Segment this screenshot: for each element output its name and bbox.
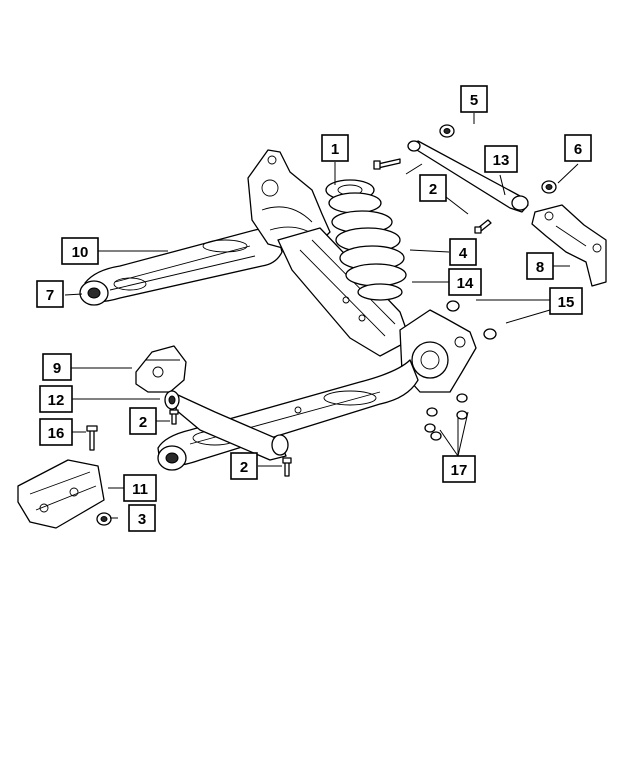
- nut-3: [96, 512, 112, 526]
- callout-8: 8: [526, 252, 554, 280]
- callout-12-label: 12: [48, 392, 65, 409]
- callout-3: 3: [128, 504, 156, 532]
- callout-10: 10: [61, 237, 99, 265]
- leader-lines: [64, 113, 579, 519]
- bracket-8: [531, 204, 607, 287]
- nut-15a: [446, 300, 460, 312]
- bracket-9: [135, 345, 187, 393]
- callout-11-label: 11: [132, 481, 148, 498]
- callout-2-left: 2: [129, 407, 157, 435]
- bolt-2-bottom: [282, 457, 292, 477]
- bushing-12: [164, 390, 180, 410]
- callout-14: 14: [448, 268, 482, 296]
- callout-2-top: 2: [419, 174, 447, 202]
- callout-6: 6: [564, 134, 592, 162]
- coil-spring: [325, 179, 407, 301]
- callout-5: 5: [460, 85, 488, 113]
- callout-7-label: 7: [46, 287, 54, 304]
- bolt-2-left: [169, 409, 179, 425]
- upper-trailing-arm: [84, 228, 283, 303]
- callout-2-bottom-label: 2: [240, 459, 248, 476]
- callout-11: 11: [123, 474, 157, 502]
- nut-15b: [483, 328, 497, 340]
- callout-16: 16: [39, 418, 73, 446]
- callout-2-top-label: 2: [429, 181, 437, 198]
- callout-13-label: 13: [493, 152, 510, 169]
- lower-arm-bushing: [157, 445, 187, 471]
- callout-5-label: 5: [470, 92, 478, 109]
- callout-3-label: 3: [138, 511, 146, 528]
- bolt-16: [86, 425, 98, 451]
- callout-14-label: 14: [457, 275, 474, 292]
- callout-9-label: 9: [53, 360, 61, 377]
- knuckle: [399, 309, 477, 393]
- callout-10-label: 10: [72, 244, 89, 261]
- lower-arm-link: [175, 394, 289, 461]
- nut-5: [439, 124, 455, 138]
- callout-8-label: 8: [536, 259, 544, 276]
- lateral-link: [407, 140, 529, 213]
- callout-6-label: 6: [574, 141, 582, 158]
- nut-6: [541, 180, 557, 194]
- callout-1-label: 1: [331, 141, 339, 158]
- callout-17: 17: [442, 455, 476, 483]
- callout-12: 12: [39, 385, 73, 413]
- callout-4-label: 4: [459, 245, 468, 262]
- callout-4: 4: [449, 238, 477, 266]
- bracket-11: [17, 459, 105, 529]
- callout-13: 13: [484, 145, 518, 173]
- callout-15: 15: [549, 287, 583, 315]
- callout-15-label: 15: [558, 294, 575, 311]
- callout-2-bottom: 2: [230, 452, 258, 480]
- bolt-2-upper: [373, 158, 401, 170]
- callout-2-left-label: 2: [139, 414, 147, 431]
- bushing-7: [79, 280, 109, 306]
- bolts-17: [424, 393, 468, 441]
- bolt-2-mid: [474, 219, 492, 234]
- callout-1: 1: [321, 134, 349, 162]
- callout-7: 7: [36, 280, 64, 308]
- callout-9: 9: [42, 353, 72, 381]
- callout-16-label: 16: [48, 425, 65, 442]
- callout-17-label: 17: [451, 462, 468, 479]
